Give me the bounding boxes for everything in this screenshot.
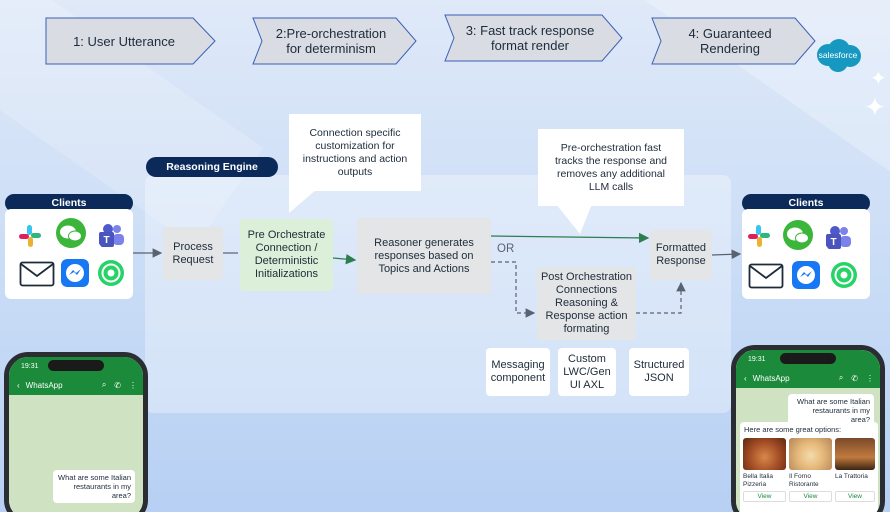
messenger-icon	[61, 259, 89, 287]
mail-icon	[19, 261, 55, 287]
step-2-label: 2:Pre-orchestration for determinism	[275, 26, 387, 56]
step-1-label: 1: User Utterance	[73, 33, 175, 49]
format-box-custom-lwc: Custom LWC/Gen UI AXL	[558, 348, 616, 396]
phone-right-app-name: WhatsApp	[752, 373, 790, 383]
slack-icon	[19, 225, 41, 247]
step-1: 1: User Utterance	[45, 17, 217, 65]
step-2: 2:Pre-orchestration for determinism	[252, 17, 418, 65]
post-orchestration-box: Post Orchestration Connections Reasoning…	[537, 267, 636, 340]
phone-left-appbar: ‹ WhatsApp ⌕ ✆ ⋮	[9, 375, 143, 395]
whatsapp-icon	[98, 260, 124, 286]
phone-icon[interactable]: ✆	[114, 380, 121, 390]
mail-icon	[748, 263, 784, 289]
salesforce-logo: salesforce	[812, 37, 864, 75]
restaurant-image	[743, 438, 786, 470]
whatsapp-icon	[831, 262, 857, 288]
format-box-structured-json: Structured JSON	[629, 348, 689, 396]
phone-right-chat: What are some Italian restaurants in my …	[736, 388, 880, 512]
svg-text:T: T	[830, 237, 836, 248]
phone-icon[interactable]: ✆	[851, 373, 858, 383]
reasoner-box: Reasoner generates responses based on To…	[357, 218, 491, 294]
search-icon[interactable]: ⌕	[838, 373, 844, 382]
more-icon[interactable]: ⋮	[129, 380, 137, 390]
callout-fast-track: Pre-orchestration fast tracks the respon…	[538, 129, 684, 206]
phone-right-message: What are some Italian restaurants in my …	[788, 394, 874, 427]
step-4-label: 4: Guaranteed Rendering	[688, 26, 772, 56]
step-4: 4: Guaranteed Rendering	[651, 17, 817, 65]
format-box-messaging: Messaging component	[486, 348, 550, 396]
sparkle-icon: ✦	[864, 92, 886, 122]
callout-pointer	[289, 189, 317, 213]
or-label: OR	[497, 243, 515, 255]
process-request-box: Process Request	[163, 227, 223, 280]
phone-right-reply-card: Here are some great options: Bella Itali…	[740, 422, 878, 512]
phone-left: 19:31 ‹ WhatsApp ⌕ ✆ ⋮ What are some Ita…	[4, 352, 148, 512]
reasoning-engine-title: Reasoning Engine	[146, 157, 278, 177]
clients-right: Clients T	[742, 194, 870, 299]
clients-left: Clients T	[5, 194, 133, 299]
phone-left-message: What are some Italian restaurants in my …	[53, 470, 135, 503]
view-button[interactable]: View	[789, 491, 832, 502]
sparkle-icon: ✦	[870, 68, 887, 90]
more-icon[interactable]: ⋮	[866, 373, 874, 383]
teams-icon: T	[99, 224, 124, 247]
pre-orchestrate-box: Pre Orchestrate Connection / Determinist…	[240, 219, 333, 291]
restaurant-name: Bella Italia Pizzeria	[743, 473, 773, 488]
callout-pointer	[556, 204, 592, 234]
view-button[interactable]: View	[743, 491, 786, 502]
messenger-icon	[792, 261, 820, 289]
clients-right-title: Clients	[742, 194, 870, 212]
phone-right-notch	[780, 353, 836, 364]
phone-left-app-name: WhatsApp	[25, 380, 63, 390]
back-icon[interactable]: ‹	[17, 380, 20, 390]
restaurant-image	[835, 438, 875, 470]
search-icon[interactable]: ⌕	[101, 380, 107, 389]
wechat-icon	[56, 218, 86, 248]
view-button[interactable]: View	[835, 491, 875, 502]
phone-right-appbar: ‹ WhatsApp ⌕ ✆ ⋮	[736, 368, 880, 388]
formatted-response-box: Formatted Response	[650, 230, 712, 280]
phone-left-notch	[48, 360, 104, 371]
phone-left-chat: What are some Italian restaurants in my …	[9, 395, 143, 512]
wechat-icon	[783, 220, 813, 250]
step-3-label: 3: Fast track response format render	[465, 23, 595, 53]
restaurant-name: Il Forno Ristorante	[789, 473, 819, 488]
back-icon[interactable]: ‹	[744, 373, 747, 383]
clients-left-title: Clients	[5, 194, 133, 212]
phone-right: 19:31 ‹ WhatsApp ⌕ ✆ ⋮ What are some Ita…	[731, 345, 885, 512]
teams-icon: T	[826, 226, 851, 249]
svg-text:T: T	[103, 235, 109, 246]
slack-icon	[748, 225, 770, 247]
restaurant-name: La Trattoria	[835, 473, 868, 480]
restaurant-image	[789, 438, 832, 470]
clients-right-card: T	[742, 209, 870, 299]
salesforce-logo-text: salesforce	[818, 50, 858, 60]
step-3: 3: Fast track response format render	[444, 14, 624, 62]
phone-right-reply-text: Here are some great options:	[744, 425, 842, 434]
callout-connection: Connection specific customization for in…	[289, 114, 421, 191]
clients-left-card: T	[5, 209, 133, 299]
